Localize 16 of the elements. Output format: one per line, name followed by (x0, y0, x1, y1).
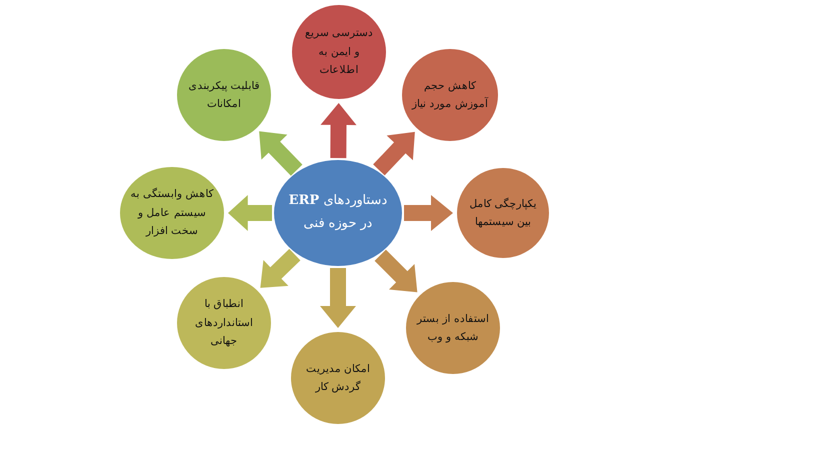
block-arrow (228, 195, 272, 231)
block-arrow (374, 250, 418, 292)
benefit-text: کاهش حجم آموزش مورد نیاز (412, 78, 488, 112)
block-arrow (320, 103, 356, 158)
benefit-text: قابلیت پیکربندی امکانات (187, 78, 261, 112)
block-arrow (320, 268, 356, 328)
benefit-text: انطباق با استانداردهای جهانی (194, 297, 254, 350)
block-arrow (259, 131, 302, 176)
block-arrow (373, 132, 415, 176)
block-arrow (260, 248, 300, 288)
block-arrow (404, 195, 453, 231)
benefit-text: یکپارچگی کامل بین سیستمها (468, 196, 538, 230)
benefit-text: استفاده از بستر شبکه و وب (416, 312, 490, 345)
benefit-text: کاهش وابستگی به سیستم عامل و سخت افزار (130, 186, 214, 240)
benefit-text: دسترسی سریع و ایمن به اطلاعات (304, 26, 374, 78)
benefit-text: امکان مدیریت گردش کار (304, 362, 372, 395)
